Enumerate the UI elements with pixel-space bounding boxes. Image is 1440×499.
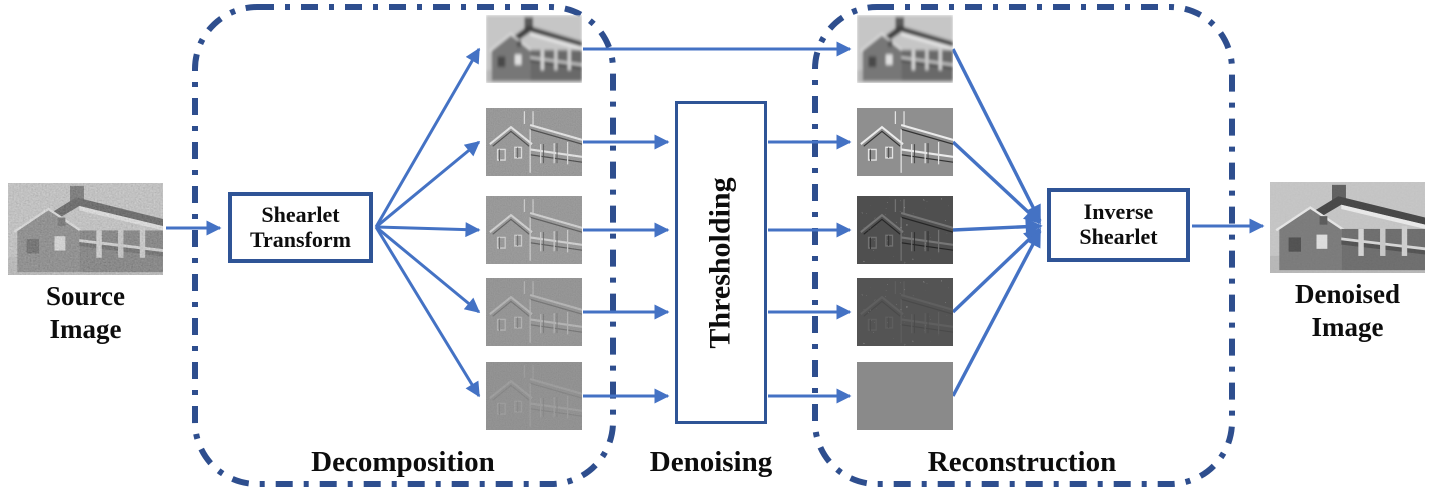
arrow-shearlet-to-subband-5: [374, 226, 481, 398]
thresholding-label: Thresholding: [704, 176, 737, 349]
denoised-caption-line2: Image: [1311, 311, 1384, 342]
arrow-shearlet-to-subband-2: [375, 140, 481, 229]
recon-detail-subband-4-image: [857, 362, 953, 430]
recon-detail-subband-2-image: [857, 196, 953, 264]
denoising-region-label: Denoising: [649, 446, 773, 478]
decomp-lowpass-subband-image: [486, 15, 582, 83]
arrow-recon-4-to-inverse: [951, 227, 1042, 314]
arrow-recon-2-to-inverse: [951, 140, 1042, 225]
arrow-recon-5-to-inverse: [951, 229, 1042, 397]
reconstruction-region-label: Reconstruction: [927, 446, 1117, 478]
decomp-detail-subband-4-image: [486, 362, 582, 430]
inverse-shearlet-box: Inverse Shearlet: [1047, 188, 1190, 262]
denoised-caption-line1: Denoised: [1294, 279, 1400, 309]
reconstruction-region-outline: [812, 4, 1235, 487]
source-noisy-house-image: [8, 183, 163, 275]
source-caption-line2: Image: [49, 313, 122, 344]
arrow-recon-1-to-inverse: [951, 48, 1042, 223]
arrow-shearlet-to-subband-3: [375, 222, 481, 238]
recon-detail-subband-1-image: [857, 108, 953, 176]
inverse-shearlet-label-line2: Shearlet: [1079, 224, 1158, 249]
shearlet-transform-box: Shearlet Transform: [228, 192, 373, 263]
decomposition-region-outline: [192, 4, 616, 487]
arrow-recon-3-to-inverse: [952, 218, 1043, 236]
denoised-image-caption: Denoised Image: [1266, 278, 1429, 344]
denoised-house-image: [1270, 182, 1425, 273]
inverse-shearlet-label-line1: Inverse: [1083, 199, 1154, 225]
decomp-detail-subband-3-image: [486, 278, 582, 346]
recon-lowpass-subband-image: [857, 15, 953, 83]
source-image-caption: Source Image: [4, 280, 167, 346]
arrow-shearlet-to-subband-1: [374, 47, 481, 228]
shearlet-transform-label-line1: Shearlet: [261, 201, 340, 227]
recon-detail-subband-3-image: [857, 278, 953, 346]
source-caption-line1: Source: [46, 281, 125, 311]
decomp-detail-subband-1-image: [486, 108, 582, 176]
thresholding-box: Thresholding: [675, 101, 767, 424]
decomposition-region-label: Decomposition: [311, 446, 495, 478]
arrow-shearlet-to-subband-4: [375, 225, 481, 314]
decomp-detail-subband-2-image: [486, 196, 582, 264]
shearlet-transform-label-line2: Transform: [249, 226, 352, 252]
